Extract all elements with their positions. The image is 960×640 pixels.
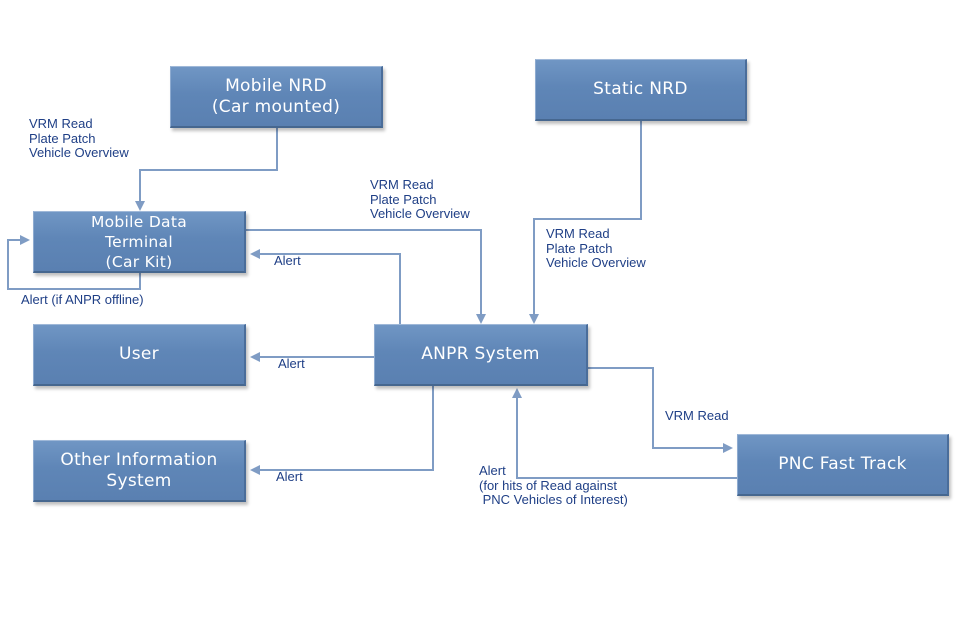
connector-anpr-to-other: [250, 386, 434, 475]
node-mdt-line-1: Mobile Data: [90, 212, 188, 231]
node-static-nrd[interactable]: Static NRD: [535, 59, 747, 121]
node-mobile-nrd-line-2: (Car mounted): [211, 96, 341, 117]
node-anpr-system[interactable]: ANPR System: [374, 324, 588, 386]
connector-mobile-nrd-to-mdt: [135, 128, 278, 211]
connector-mdt-self-loop: [7, 235, 141, 290]
node-other-info-line-2: System: [106, 470, 172, 491]
edge-label-static-nrd-to-anpr: VRM Read Plate Patch Vehicle Overview: [546, 226, 646, 270]
edge-label-pnc-to-anpr: Alert (for hits of Read against PNC Vehi…: [479, 463, 628, 507]
connector-static-nrd-to-anpr: [529, 120, 642, 324]
connector-anpr-to-pnc: [588, 367, 733, 453]
node-other-information-system[interactable]: Other Information System: [33, 440, 246, 502]
node-mobile-data-terminal[interactable]: Mobile Data Terminal (Car Kit): [33, 211, 246, 273]
node-mdt-line-3: (Car Kit): [105, 252, 173, 271]
node-user[interactable]: User: [33, 324, 246, 386]
connector-pnc-to-anpr: [512, 388, 737, 479]
node-pnc-fast-track[interactable]: PNC Fast Track: [737, 434, 949, 496]
node-static-nrd-label: Static NRD: [593, 79, 688, 99]
edge-label-anpr-to-pnc: VRM Read: [665, 408, 729, 423]
node-other-info-line-1: Other Information: [60, 449, 218, 470]
edge-label-mobile-nrd-to-mdt: VRM Read Plate Patch Vehicle Overview: [29, 116, 129, 160]
edge-label-mdt-to-anpr: VRM Read Plate Patch Vehicle Overview: [370, 177, 470, 221]
connector-anpr-to-mdt: [250, 249, 401, 324]
node-pnc-fast-track-label: PNC Fast Track: [778, 454, 907, 474]
node-mobile-nrd[interactable]: Mobile NRD (Car mounted): [170, 66, 383, 128]
connector-mdt-to-anpr: [246, 229, 486, 324]
node-user-label: User: [119, 344, 159, 364]
node-anpr-system-label: ANPR System: [421, 344, 540, 364]
edge-label-mdt-self-loop: Alert (if ANPR offline): [21, 292, 144, 307]
node-mobile-nrd-line-1: Mobile NRD: [225, 75, 327, 96]
edge-label-anpr-to-user: Alert: [278, 356, 305, 371]
edge-label-anpr-to-mdt: Alert: [274, 253, 301, 268]
node-mdt-line-2: Terminal: [105, 232, 173, 251]
edge-label-anpr-to-other: Alert: [276, 469, 303, 484]
